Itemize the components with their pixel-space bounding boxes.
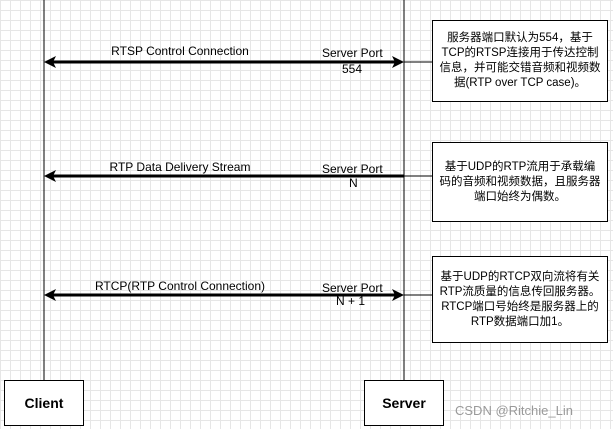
rtcp-port-label: Server Port [322,281,383,295]
client-actor: Client [4,380,84,426]
rtp-arrowhead-left [44,170,56,182]
rtp-note: 基于UDP的RTP流用于承载编 码的音频和视频数据，且服务器 端口始终为偶数。 [432,142,608,222]
rtcp-note: 基于UDP的RTCP双向流将有关 RTP流质量的信息传回服务器。 RTCP端口号… [432,256,608,343]
rtp-port-value: N [349,176,358,190]
rtp-label: RTP Data Delivery Stream [109,160,251,174]
rtsp-port-label: Server Port [322,46,383,60]
rtp-port-label: Server Port [322,162,383,176]
rtsp-note: 服务器端口默认为554，基于 TCP的RTSP连接用于传达控制 信息，并可能交错… [432,20,608,102]
rtcp-arrowhead-left [44,289,56,301]
watermark-text: CSDN @Ritchie_Lin [455,403,573,418]
rtcp-port-value: N + 1 [336,294,366,308]
server-actor: Server [364,380,444,426]
rtsp-arrowhead-left [44,56,56,68]
rtcp-arrowhead-right [392,289,404,301]
rtcp-label: RTCP(RTP Control Connection) [94,279,266,293]
rtsp-label: RTSP Control Connection [111,44,249,58]
rtsp-port-value: 554 [342,62,363,76]
rtsp-arrowhead-right [392,56,404,68]
